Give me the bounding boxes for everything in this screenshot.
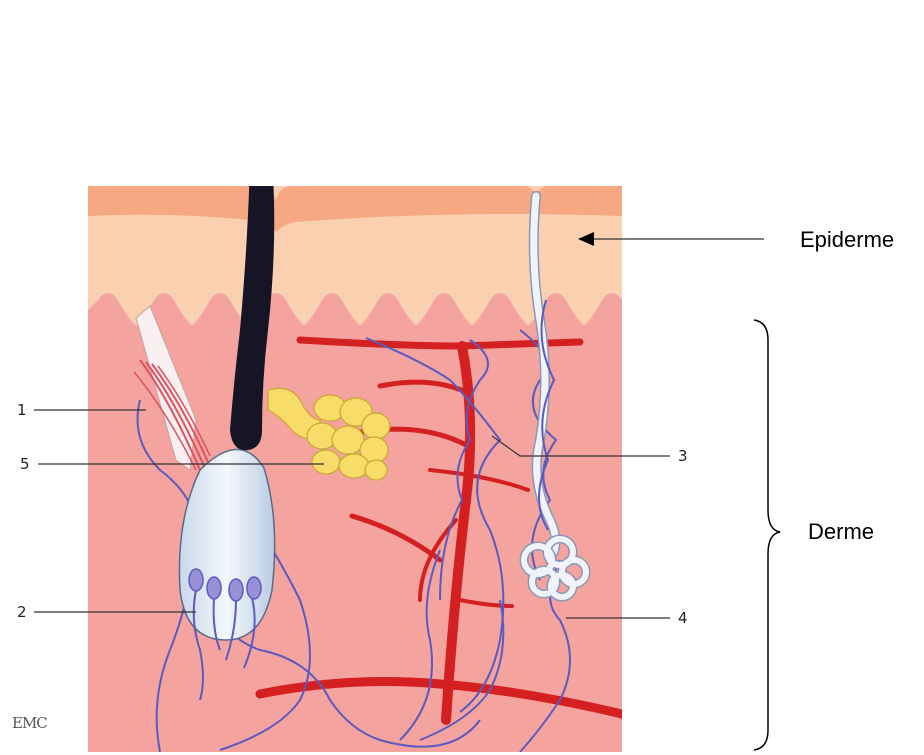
label-5: 5	[20, 455, 30, 473]
derme-brace	[754, 320, 780, 750]
emc-logo: EMC	[12, 714, 47, 732]
label-4: 4	[678, 609, 688, 627]
skin-block	[88, 12, 622, 752]
label-1: 1	[17, 401, 27, 419]
derme-label: Derme	[808, 519, 874, 544]
label-3: 3	[678, 447, 688, 465]
label-2: 2	[17, 603, 27, 621]
epiderme-label: Epiderme	[800, 227, 894, 252]
